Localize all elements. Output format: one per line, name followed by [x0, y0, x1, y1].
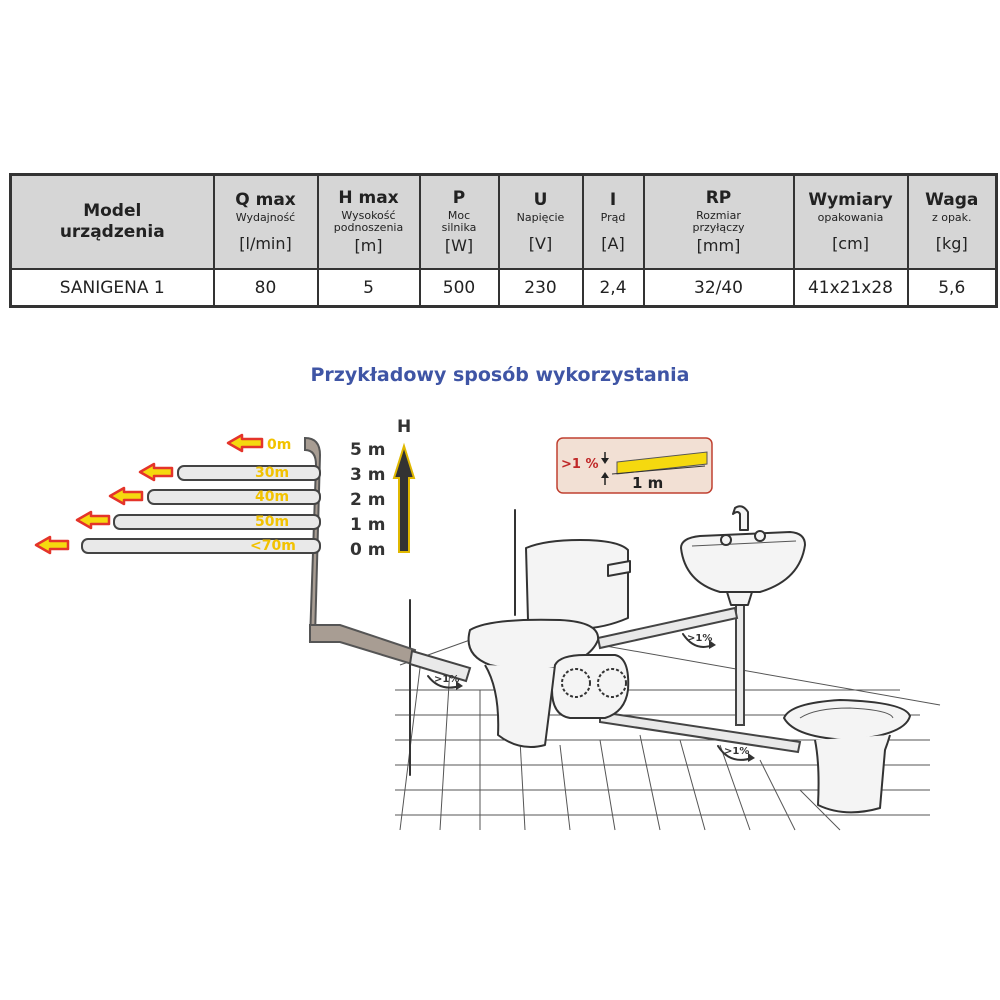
drain-pipes: [596, 599, 802, 754]
outlet-pipe-30m: [177, 465, 321, 481]
usage-title: Przykładowy sposób wykorzystania: [310, 364, 690, 386]
flow-arrow-icon: [226, 433, 264, 453]
slope-marker: [717, 745, 755, 762]
slope-distance: 1 m: [632, 474, 663, 492]
flow-arrows: [34, 433, 264, 555]
flow-arrow-icon: [34, 535, 70, 555]
height-arrow-icon: [392, 442, 416, 553]
usage-illustration: 0m 30m 40m 50m <70m 5 m 3 m 2 m 1 m 0 m …: [34, 417, 941, 831]
slope-mark-1: >1%: [434, 674, 459, 685]
slope-box: [556, 437, 713, 494]
pump-unit: [551, 654, 630, 719]
header-hmax: H max Wysokość podnoszenia [m]: [316, 173, 421, 270]
header-weight: Waga z opak. [kg]: [906, 173, 998, 270]
pipe-length-70m: <70m: [250, 538, 296, 554]
cell-current: 2,4: [581, 268, 645, 308]
flow-arrow-icon: [138, 462, 174, 482]
flow-arrow-icon: [108, 486, 144, 506]
height-label-5m: 5 m: [350, 440, 385, 460]
height-axis-label: H: [397, 417, 411, 437]
header-voltage-sub: Napięcie: [516, 211, 565, 224]
header-hmax-unit: [m]: [354, 236, 383, 255]
header-qmax: Q max Wydajność [l/min]: [212, 173, 319, 270]
slope-mark-2: >1%: [687, 633, 712, 644]
cell-hmax: 5: [316, 268, 421, 308]
slope-mark-3: >1%: [724, 746, 749, 757]
slope-value: >1 %: [561, 457, 599, 472]
slope-marker: [682, 633, 716, 649]
header-power-unit: [W]: [444, 236, 474, 255]
toilet-right: [783, 699, 911, 814]
header-voltage-title: U: [533, 190, 548, 210]
header-connections-title: RP: [705, 188, 732, 208]
header-weight-unit: [kg]: [935, 234, 968, 253]
cell-connections: 32/40: [642, 268, 795, 308]
faucet-icon: [732, 505, 749, 531]
header-dimensions: Wymiary opakowania [cm]: [792, 173, 909, 270]
header-hmax-title: H max: [338, 188, 399, 208]
riser-pipe: [81, 436, 472, 683]
header-dimensions-sub: opakowania: [817, 211, 884, 224]
height-label-3m: 3 m: [350, 465, 385, 485]
header-dimensions-title: Wymiary: [808, 190, 893, 210]
header-weight-sub: z opak.: [931, 211, 972, 224]
outlet-pipe-40m: [147, 489, 321, 505]
cell-voltage: 230: [497, 268, 584, 308]
cell-power: 500: [418, 268, 500, 308]
flow-arrow-icon: [75, 510, 111, 530]
wash-basin: [680, 505, 806, 606]
table-row: SANIGENA 1 80 5 500 230 2,4 32/40 41x21x…: [9, 268, 998, 308]
pipe-length-40m: 40m: [255, 489, 289, 505]
header-connections: RP Rozmiar przyłączy [mm]: [642, 173, 795, 270]
header-power-title: P: [452, 188, 466, 208]
header-qmax-unit: [l/min]: [239, 234, 292, 253]
header-current-title: I: [609, 190, 617, 210]
height-label-0m: 0 m: [350, 540, 385, 560]
slope-marker: [427, 675, 463, 690]
height-label-1m: 1 m: [350, 515, 385, 535]
pipe-length-0m: 0m: [267, 437, 291, 453]
cell-dimensions: 41x21x28: [792, 268, 909, 308]
header-connections-sub: Rozmiar przyłączy: [692, 209, 745, 234]
header-voltage-unit: [V]: [528, 234, 553, 253]
height-label-2m: 2 m: [350, 490, 385, 510]
header-power-sub: Moc silnika: [441, 209, 477, 234]
pipe-length-50m: 50m: [255, 514, 289, 530]
header-weight-title: Waga: [925, 190, 979, 210]
spec-table: Model urządzenia Q max Wydajność [l/min]…: [9, 173, 998, 308]
outlet-pipe-50m: [113, 514, 321, 530]
cell-qmax: 80: [212, 268, 319, 308]
cell-weight: 5,6: [906, 268, 998, 308]
header-connections-unit: [mm]: [696, 236, 741, 255]
header-qmax-sub: Wydajność: [235, 211, 296, 224]
header-current-unit: [A]: [601, 234, 625, 253]
pipe-length-30m: 30m: [255, 465, 289, 481]
header-model-title2: urządzenia: [59, 222, 165, 242]
header-dimensions-unit: [cm]: [832, 234, 869, 253]
header-qmax-title: Q max: [235, 190, 296, 210]
header-current-sub: Prąd: [600, 211, 626, 224]
table-header-row: Model urządzenia Q max Wydajność [l/min]…: [9, 173, 998, 270]
header-model-title: Model: [83, 201, 142, 221]
outlet-pipe-70m: [81, 538, 321, 554]
header-model: Model urządzenia: [9, 173, 215, 270]
header-current: I Prąd [A]: [581, 173, 645, 270]
header-hmax-sub: Wysokość podnoszenia: [333, 209, 404, 234]
header-voltage: U Napięcie [V]: [497, 173, 584, 270]
header-power: P Moc silnika [W]: [418, 173, 500, 270]
cell-model: SANIGENA 1: [9, 268, 215, 308]
